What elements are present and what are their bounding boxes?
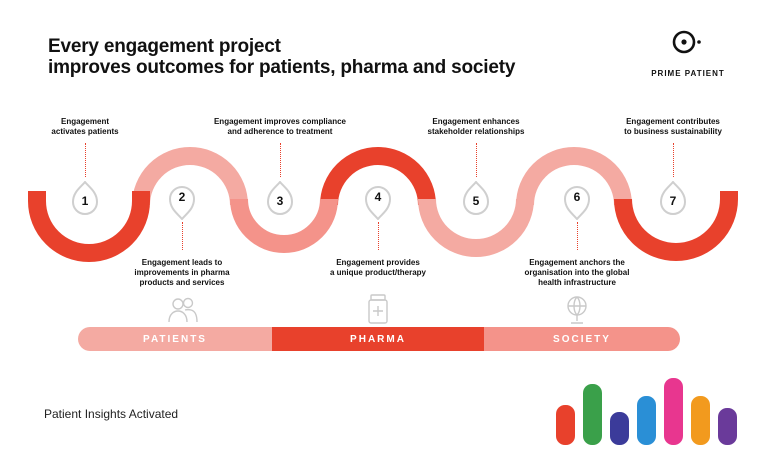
decor-bar-7 <box>718 408 737 445</box>
prime-patient-logo-icon <box>672 30 701 54</box>
decor-bar-3 <box>610 412 629 445</box>
category-pharma: PHARMA <box>272 327 484 351</box>
step-number: 5 <box>472 194 480 208</box>
step-number: 1 <box>81 194 89 208</box>
connector-5 <box>476 143 477 177</box>
decor-bar-6 <box>691 396 710 445</box>
page-title: Every engagement project improves outcom… <box>48 36 515 78</box>
logo-text: PRIME PATIENT <box>651 69 725 78</box>
step-marker-7: 7 <box>658 180 688 217</box>
category-patients: PATIENTS <box>78 327 272 351</box>
step-marker-3: 3 <box>265 180 295 217</box>
wave-hump-2 <box>132 147 248 206</box>
title-line-2: improves outcomes for patients, pharma a… <box>48 57 516 78</box>
wave-trough-1 <box>28 191 150 262</box>
step-number: 7 <box>669 194 677 208</box>
step-number: 4 <box>374 190 382 204</box>
connector-7 <box>673 143 674 177</box>
connector-6 <box>577 222 578 250</box>
step-marker-2: 2 <box>167 184 197 221</box>
medicine-bottle-icon <box>368 294 388 324</box>
step-number: 2 <box>178 190 186 204</box>
globe-icon <box>567 296 587 324</box>
connector-3 <box>280 143 281 177</box>
wave-hump-6 <box>516 147 632 206</box>
wave-trough-3 <box>230 198 338 253</box>
decor-bar-2 <box>583 384 602 445</box>
connector-2 <box>182 222 183 250</box>
step-marker-5: 5 <box>461 180 491 217</box>
decor-bar-5 <box>664 378 683 445</box>
step-number: 6 <box>573 190 581 204</box>
decor-bar-4 <box>637 396 656 445</box>
category-society: SOCIETY <box>484 327 680 351</box>
title-line-1: Every engagement project <box>48 36 281 57</box>
step-number: 3 <box>276 194 284 208</box>
decor-bar-1 <box>556 405 575 445</box>
people-icon <box>168 297 198 323</box>
tagline: Patient Insights Activated <box>44 407 179 421</box>
step-marker-6: 6 <box>562 184 592 221</box>
step-marker-1: 1 <box>70 180 100 217</box>
step-marker-4: 4 <box>363 184 393 221</box>
connector-4 <box>378 222 379 250</box>
wave-hump-4 <box>320 147 436 206</box>
wave-trough-5 <box>418 198 534 257</box>
brand-logo: PRIME PATIENT <box>638 28 738 78</box>
connector-1 <box>85 143 86 177</box>
wave-trough-7 <box>614 191 738 261</box>
